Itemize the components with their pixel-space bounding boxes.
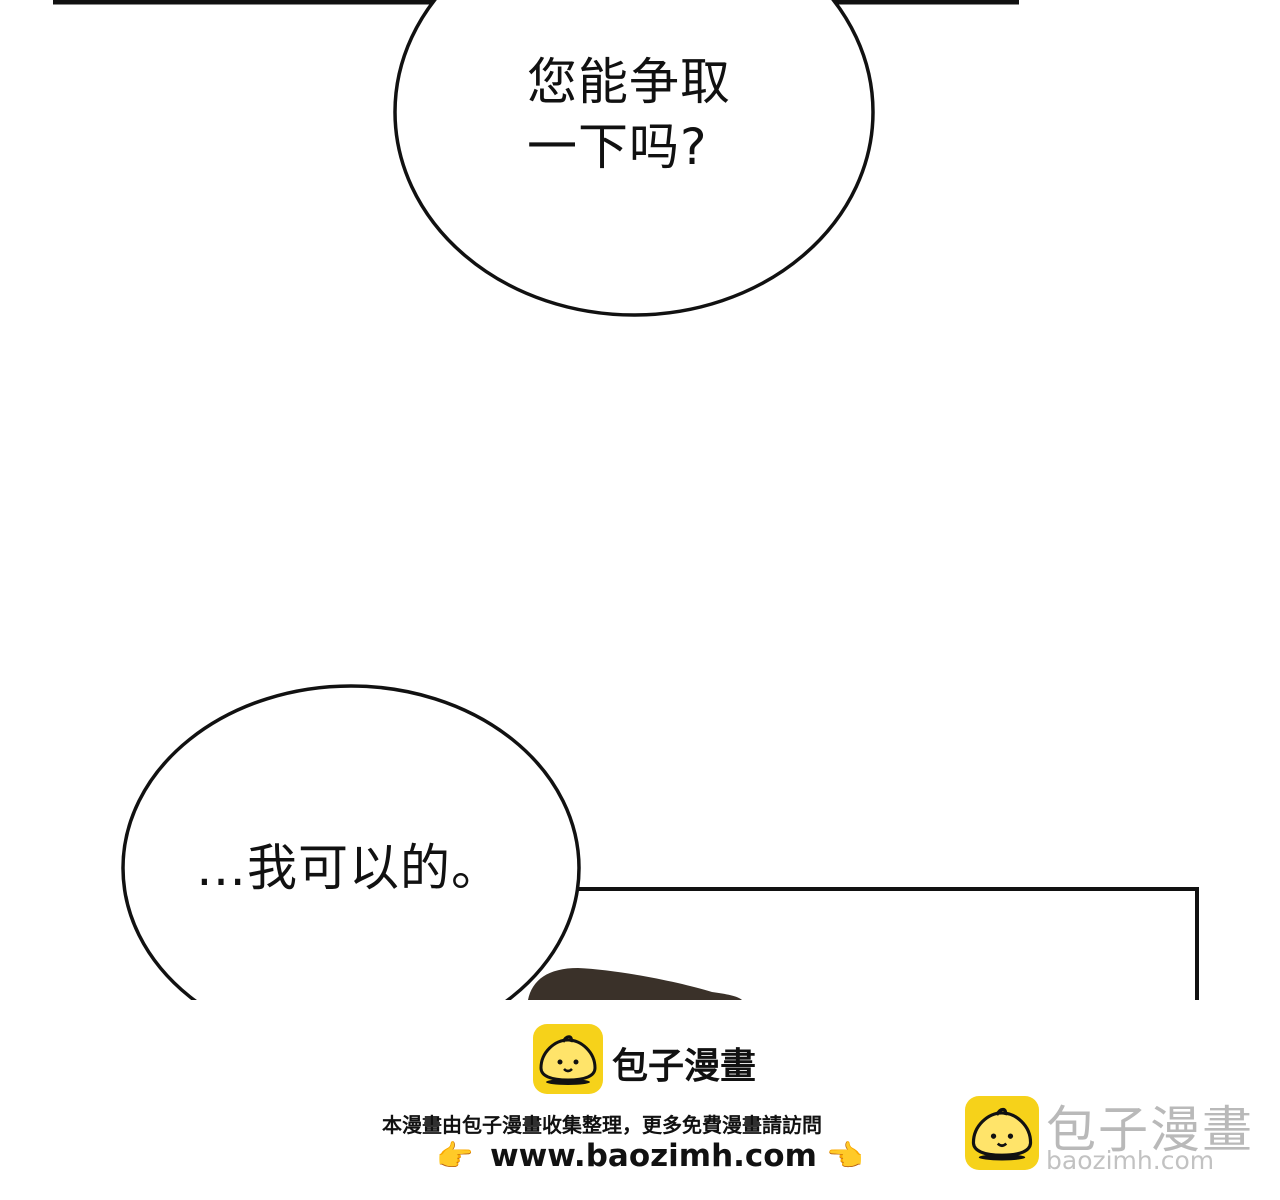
watermark-logo-icon (965, 1096, 1039, 1170)
watermark-url: baozimh.com (1046, 1146, 1215, 1175)
comic-panel-art (53, 0, 1199, 1000)
speech-bubble-upper (393, 0, 875, 317)
footer: 包子漫畫 本漫畫由包子漫畫收集整理，更多免費漫畫請訪問 👉 www.baozim… (0, 1000, 1280, 1200)
footer-url-link[interactable]: www.baozimh.com (490, 1138, 817, 1174)
baozi-logo-icon (533, 1024, 603, 1094)
watermark-brand: 包子漫畫 (1046, 1101, 1254, 1159)
footer-notice: 本漫畫由包子漫畫收集整理，更多免費漫畫請訪問 (382, 1113, 822, 1137)
pointing-hand-left-icon: 👈 (826, 1139, 864, 1174)
bubble-upper-line-1: 您能争取 (527, 53, 731, 111)
footer-brand: 包子漫畫 (612, 1046, 757, 1087)
bubble-lower-text: …我可以的。 (196, 839, 502, 897)
speech-bubble-lower (121, 684, 581, 1000)
pointing-hand-right-icon: 👉 (436, 1139, 474, 1174)
character-hair (528, 968, 742, 1000)
panel-frame-lower (500, 887, 1199, 1000)
bubble-upper-line-2: 一下吗? (527, 118, 708, 176)
